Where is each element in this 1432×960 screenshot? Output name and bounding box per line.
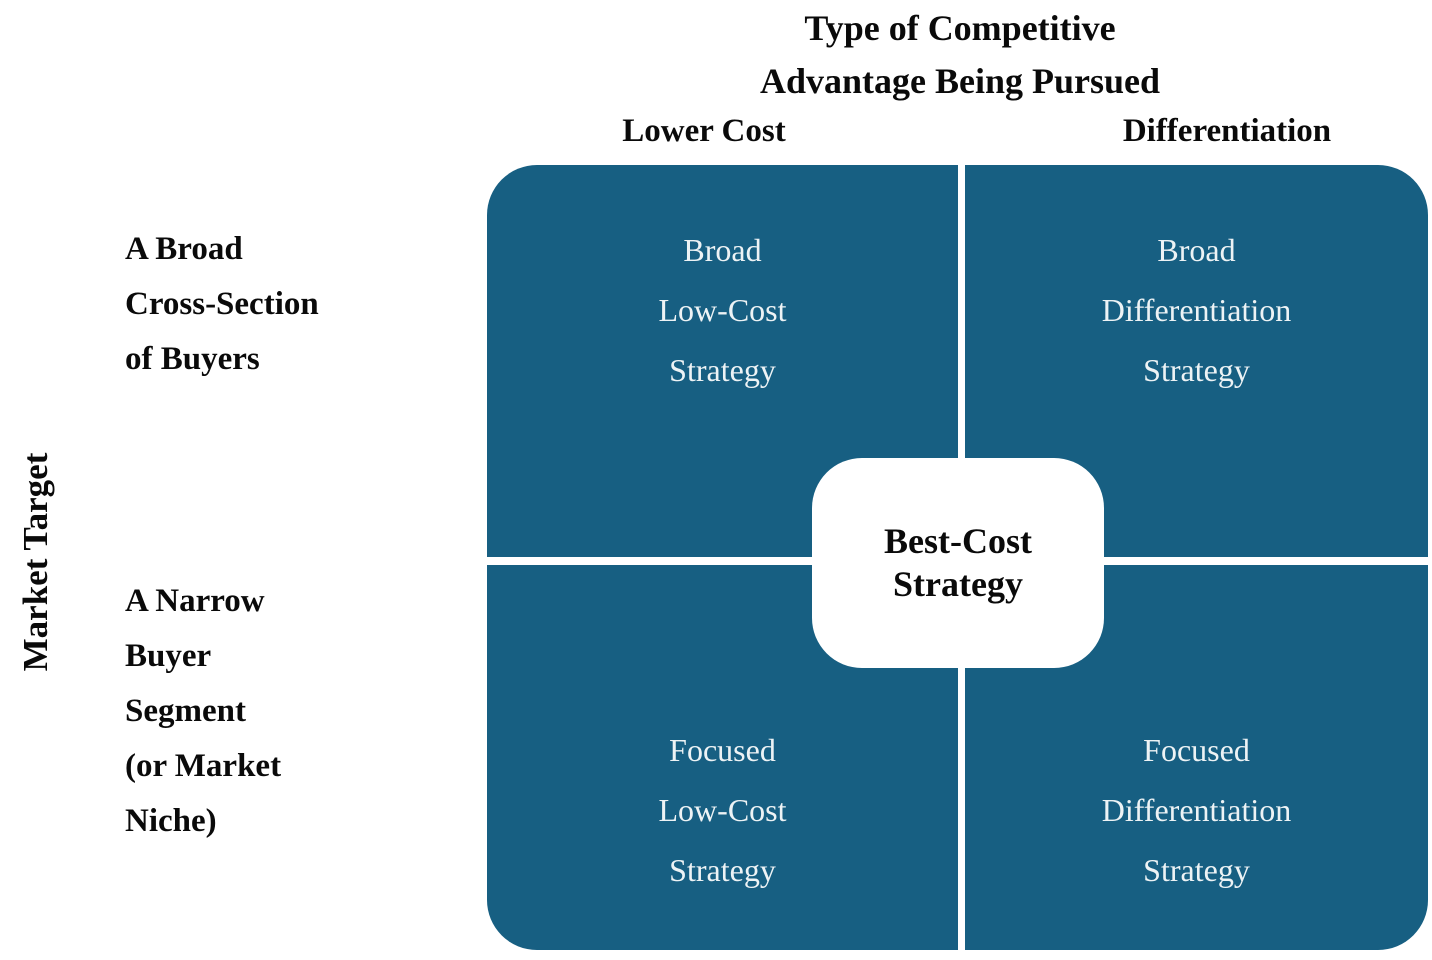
row-label-broad-line1: A Broad [125,231,243,267]
quadrant-text-line: Strategy [669,352,776,388]
quadrant-text-line: Differentiation [1101,792,1292,828]
row-label-narrow-line1: A Narrow [125,583,265,619]
quadrant-text-line: Strategy [1143,852,1250,888]
quadrant-broad-low-cost-label: Broad Low-Cost Strategy [487,220,958,400]
column-header-differentiation: Differentiation [1122,113,1332,149]
top-axis-title-line2: Advantage Being Pursued [759,61,1161,101]
column-header-lower-cost: Lower Cost [622,113,786,149]
row-label-narrow-line4: (or Market [125,748,282,784]
quadrant-broad-differentiation-label: Broad Differentiation Strategy [965,220,1428,400]
best-cost-strategy-label: Best-Cost Strategy [884,520,1032,606]
quadrant-text-line: Focused [669,732,776,768]
best-cost-strategy-box: Best-Cost Strategy [812,458,1104,668]
quadrant-text-line: Differentiation [1101,292,1292,328]
quadrant-text-line: Broad [683,232,762,268]
quadrant-broad-low-cost: Broad Low-Cost Strategy [487,165,958,557]
quadrant-text-line: Low-Cost [658,792,787,828]
row-label-broad-line2: Cross-Section [125,286,319,322]
best-cost-line1: Best-Cost [884,521,1032,561]
top-axis-title-line1: Type of Competitive [804,8,1116,48]
row-label-broad-line3: of Buyers [125,341,260,377]
left-axis-title: Market Target [16,452,55,672]
best-cost-line2: Strategy [893,564,1023,604]
row-label-broad-market: A Broad Cross-Section of Buyers [125,222,319,387]
quadrant-text-line: Broad [1157,232,1236,268]
row-label-narrow-line3: Segment [125,693,246,729]
quadrant-text-line: Strategy [669,852,776,888]
top-axis-title: Type of Competitive Advantage Being Purs… [490,2,1430,108]
row-label-narrow-market: A Narrow Buyer Segment (or Market Niche) [125,574,281,849]
row-label-narrow-line2: Buyer [125,638,212,674]
quadrant-text-line: Focused [1143,732,1250,768]
row-label-narrow-line5: Niche) [125,803,217,839]
quadrant-text-line: Strategy [1143,352,1250,388]
quadrant-text-line: Low-Cost [658,292,787,328]
quadrant-focused-differentiation-label: Focused Differentiation Strategy [965,720,1428,900]
quadrant-focused-low-cost-label: Focused Low-Cost Strategy [487,720,958,900]
quadrant-focused-differentiation: Focused Differentiation Strategy [965,565,1428,950]
